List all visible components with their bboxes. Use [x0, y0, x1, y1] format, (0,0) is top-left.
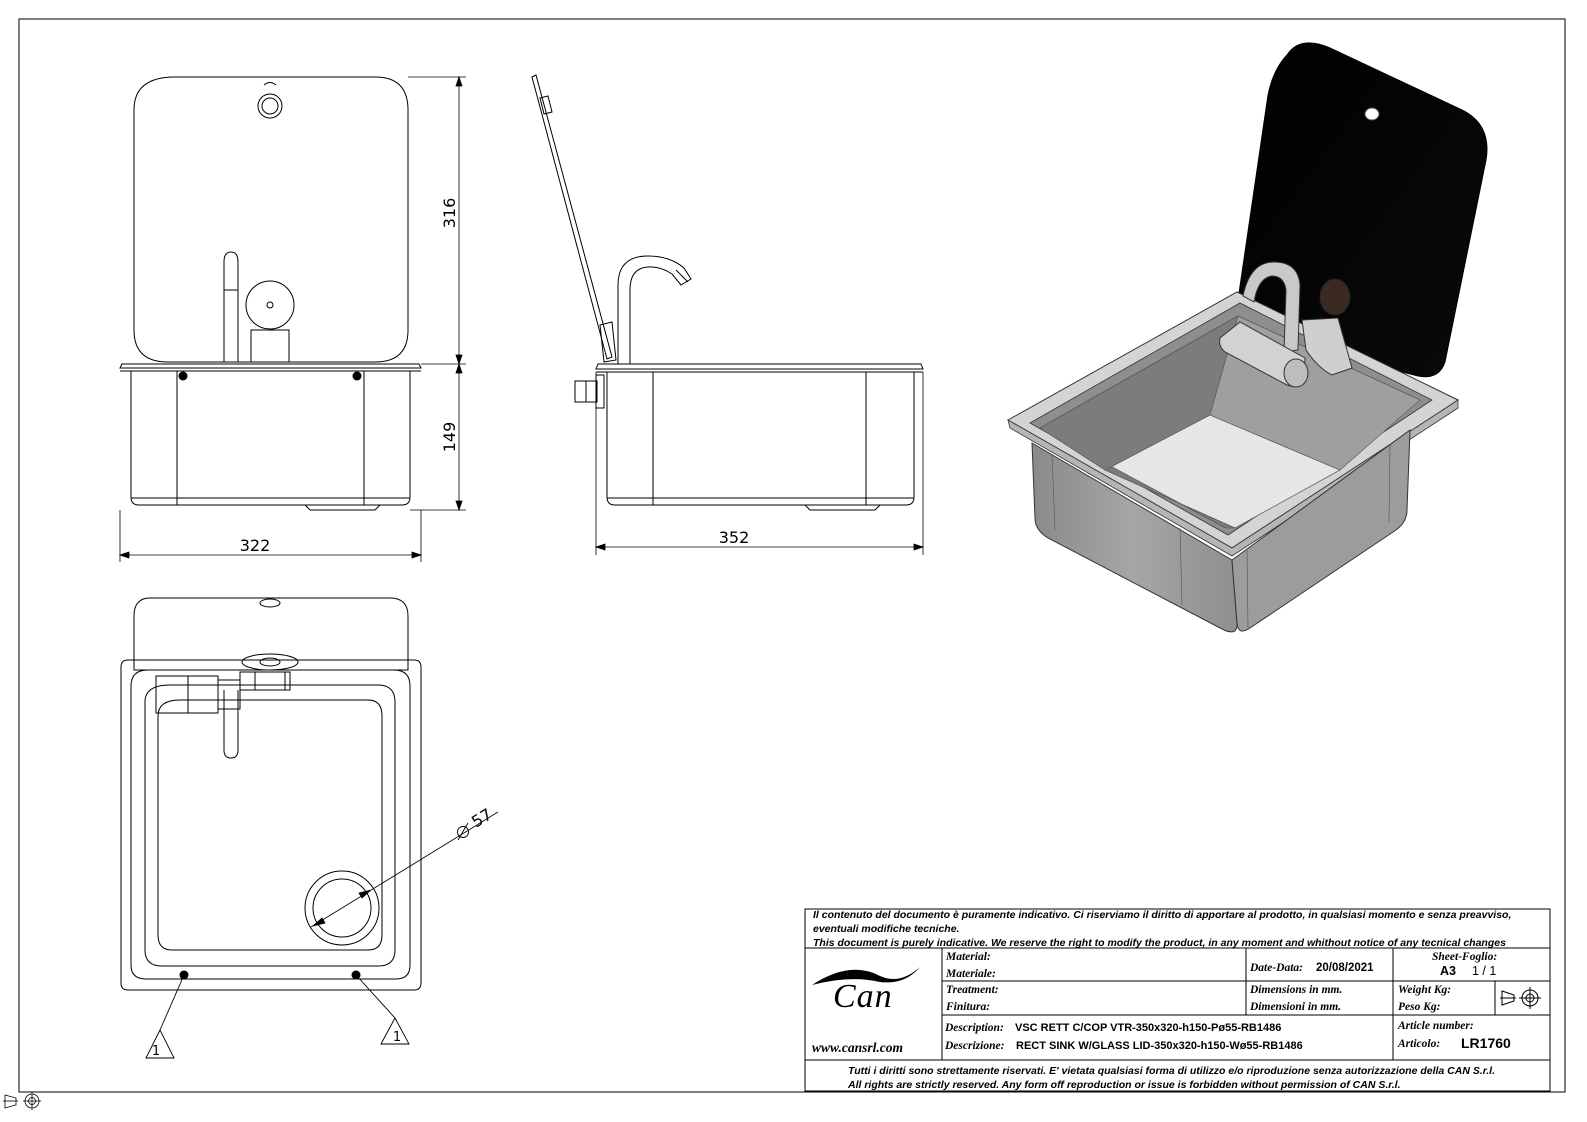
- side-lid: [531, 74, 613, 360]
- weld-mark-1: 1: [152, 1044, 160, 1059]
- descrizione-label: Descrizione:: [945, 1040, 1005, 1052]
- treatment-label: Treatment:: [946, 984, 999, 996]
- sheet-label: Sheet-Foglio:: [1432, 951, 1498, 963]
- phi-symbol: [457, 822, 469, 841]
- description-value: VSC RETT C/COP VTR-350x320-h150-Pø55-RB1…: [1015, 1022, 1282, 1034]
- rights-it: Tutti i diritti sono strettamente riserv…: [848, 1065, 1496, 1077]
- lid-knob: [257, 93, 283, 119]
- articolo-label: Articolo:: [1398, 1038, 1441, 1050]
- title-block: [804, 908, 1551, 1092]
- rights-en: All rights are strictly reserved. Any fo…: [848, 1079, 1401, 1091]
- materiale-label: Materiale:: [946, 968, 996, 980]
- article-value: LR1760: [1461, 1035, 1511, 1051]
- dim-phi57: 57: [468, 804, 495, 831]
- dimensions-it: Dimensioni in mm.: [1250, 1001, 1342, 1013]
- side-view: [531, 74, 924, 511]
- drain-outer: [304, 870, 380, 946]
- front-rim: [119, 363, 422, 369]
- website: www.cansrl.com: [812, 1040, 904, 1055]
- dim-149: 149: [440, 422, 459, 453]
- front-lid: [133, 76, 409, 363]
- disclaimer-it-2: eventuali modifiche tecniche.: [813, 923, 960, 935]
- material-label: Material:: [946, 951, 991, 963]
- drain-dimension: [310, 811, 499, 928]
- front-dimensions: [118, 75, 466, 562]
- top-rim: [120, 659, 422, 991]
- date-label: Date-Data:: [1250, 962, 1304, 974]
- side-bowl: [606, 372, 915, 506]
- dim-352: 352: [719, 528, 750, 547]
- top-lid: [133, 597, 409, 671]
- date-value: 20/08/2021: [1316, 962, 1374, 974]
- front-view: [119, 76, 422, 511]
- dim-316: 316: [440, 198, 459, 229]
- description-label: Description:: [945, 1022, 1004, 1034]
- iso-outer-wall-right: [1231, 428, 1411, 632]
- can-logo-icon: [812, 967, 920, 985]
- disclaimer-en: This document is purely indicative. We r…: [813, 937, 1506, 949]
- faucet-side: [617, 255, 692, 364]
- side-rim: [595, 363, 924, 370]
- disclaimer-it: Il contenuto del documento è puramente i…: [813, 909, 1512, 921]
- peso-label: Peso Kg:: [1398, 1001, 1441, 1013]
- corner-projection-icon: [3, 1092, 41, 1110]
- finitura-label: Finitura:: [946, 1001, 991, 1013]
- sheet-border: [18, 18, 1566, 1093]
- front-bowl: [130, 371, 411, 506]
- weight-label: Weight Kg:: [1398, 984, 1452, 996]
- sheet-size: A3: [1440, 964, 1456, 978]
- side-dimensions: [594, 372, 925, 555]
- drain-knob-front: [245, 280, 295, 330]
- top-view: [120, 597, 422, 991]
- weld-mark-2: 1: [393, 1030, 401, 1045]
- dim-322: 322: [240, 536, 271, 555]
- iso-drain-knob: [1319, 278, 1351, 316]
- dimensions-en: Dimensions in mm.: [1250, 984, 1343, 996]
- drain-inner: [312, 878, 372, 938]
- isometric-view: [1006, 42, 1488, 633]
- projection-symbol-icon: [1500, 987, 1541, 1009]
- descrizione-value: RECT SINK W/GLASS LID-350x320-h150-Wø55-…: [1016, 1040, 1303, 1052]
- faucet-front: [223, 251, 239, 362]
- logo-text: Can: [833, 978, 893, 1015]
- article-label: Article number:: [1398, 1020, 1474, 1032]
- sheet-number: 1 / 1: [1472, 964, 1497, 978]
- weld-symbols: [145, 974, 410, 1059]
